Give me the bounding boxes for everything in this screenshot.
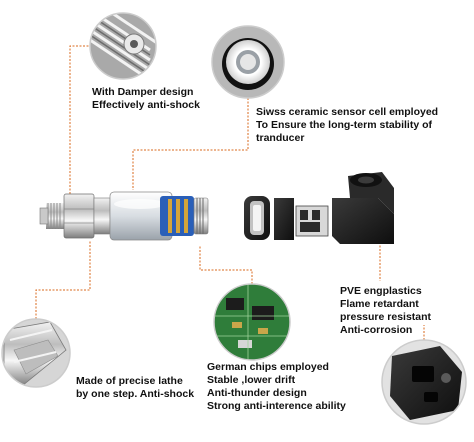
transducer-body bbox=[39, 191, 209, 241]
callout-ceramic: Siwss ceramic sensor cell employed To En… bbox=[256, 106, 438, 145]
callout-plastics-line3: pressure resistant bbox=[340, 311, 432, 323]
callout-chips-line4: Strong anti-interence ability bbox=[207, 400, 346, 412]
callout-plastics: PVE engplastics Flame retardant pressure… bbox=[340, 285, 431, 337]
leader-line-ceramic bbox=[132, 98, 249, 190]
callout-ceramic-line1: Siwss ceramic sensor cell employed bbox=[256, 106, 439, 118]
callout-lathe-line2: by one step. Anti-shock bbox=[76, 388, 195, 400]
leader-line-lathe bbox=[35, 240, 91, 319]
callout-chips-line2: Stable ,lower drift bbox=[207, 374, 296, 386]
callout-damper-line1: With Damper design bbox=[92, 86, 194, 98]
zoom-threads bbox=[90, 13, 156, 79]
callout-chips-line3: Anti-thunder design bbox=[207, 387, 307, 399]
callout-plastics-line2: Flame retardant bbox=[340, 298, 419, 310]
leader-line-damper bbox=[69, 45, 92, 205]
leader-lines bbox=[35, 45, 425, 340]
callout-ceramic-line2: To Ensure the long-term stability of bbox=[256, 119, 432, 131]
callout-lathe: Made of precise lathe by one step. Anti-… bbox=[76, 375, 194, 401]
callout-lathe-line1: Made of precise lathe bbox=[76, 375, 183, 387]
zoom-ceramic-ring bbox=[212, 26, 284, 98]
callout-ceramic-line3: tranducer bbox=[256, 132, 305, 144]
zoom-pcb bbox=[214, 284, 290, 360]
callout-chips-line1: German chips employed bbox=[207, 361, 329, 373]
connector-parts bbox=[244, 172, 394, 244]
zoom-plug bbox=[382, 340, 466, 424]
callout-chips: German chips employed Stable ,lower drif… bbox=[207, 361, 346, 413]
leader-line-chips bbox=[199, 246, 253, 284]
callout-plastics-line4: Anti-corrosion bbox=[340, 324, 413, 336]
zoom-lathe bbox=[2, 319, 70, 387]
callout-damper-line2: Effectively anti-shock bbox=[92, 99, 200, 111]
callout-damper: With Damper design Effectively anti-shoc… bbox=[92, 86, 200, 112]
callout-plastics-line1: PVE engplastics bbox=[340, 285, 422, 297]
